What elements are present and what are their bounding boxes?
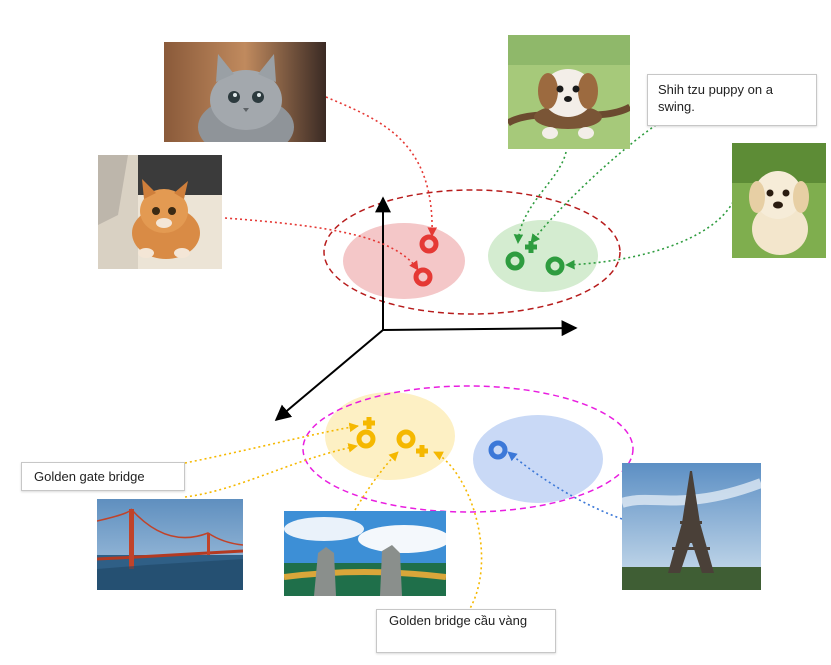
point-orange-cat	[413, 267, 433, 287]
image-golden-gate-bridge	[97, 499, 243, 590]
caption-shihtzu: Shih tzu puppy on a swing.	[647, 74, 817, 126]
axes	[274, 196, 578, 422]
eiffel-points	[488, 440, 508, 460]
connector-golden-image	[354, 451, 399, 511]
eiffel-cluster	[473, 415, 603, 503]
point-grey-cat	[419, 234, 439, 254]
point-golden-gate	[356, 429, 376, 449]
dog-cluster	[488, 220, 598, 292]
animals-group-ellipse	[323, 189, 621, 315]
connector-orange-cat	[224, 217, 419, 271]
point-lab	[545, 256, 565, 276]
image-golden-bridge	[284, 511, 446, 596]
caption-golden-bridge: Golden bridge cầu vàng	[376, 609, 556, 653]
connector-eiffel	[507, 451, 623, 520]
image-orange-kitten	[98, 155, 222, 269]
plus-marker-shihtzu-caption	[525, 241, 537, 253]
connector-ggb-caption	[184, 422, 359, 464]
cat-points	[413, 234, 439, 287]
plus-marker-golden-bridge-caption	[416, 445, 428, 457]
connector-ggb-image	[184, 443, 358, 498]
plus-marker-golden-gate-caption	[363, 417, 375, 429]
bridge-cluster	[325, 392, 455, 480]
connector-grey-cat	[325, 96, 438, 237]
image-labrador-puppy	[732, 143, 826, 258]
point-golden-bridge	[396, 429, 416, 449]
image-grey-kitten	[164, 42, 326, 142]
connector-lab	[565, 201, 734, 270]
point-eiffel	[488, 440, 508, 460]
landmarks-group-ellipse	[302, 385, 634, 513]
connector-golden-caption	[433, 451, 483, 613]
image-eiffel-tower	[622, 463, 761, 590]
dog-points	[505, 241, 565, 276]
caption-golden-gate-bridge: Golden gate bridge	[21, 462, 185, 491]
bridge-points	[356, 417, 428, 457]
point-shihtzu	[505, 251, 525, 271]
image-shihtzu-puppy	[508, 35, 630, 149]
cat-cluster	[343, 223, 465, 299]
